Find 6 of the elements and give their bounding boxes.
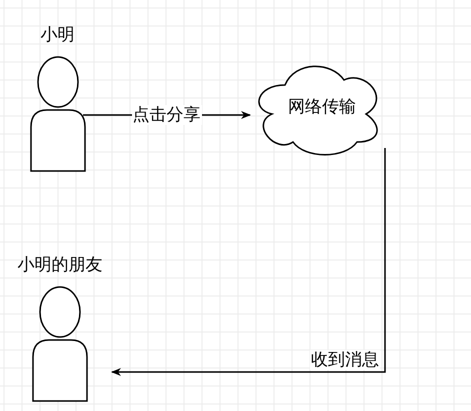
person-name: 小明: [40, 25, 76, 45]
edge-label: 点击分享: [132, 105, 202, 125]
person-name: 小明的朋友: [16, 255, 104, 275]
arrow: [111, 148, 386, 376]
edge-label: 收到消息: [310, 350, 380, 370]
cloud-label: 网络传输: [287, 97, 357, 117]
